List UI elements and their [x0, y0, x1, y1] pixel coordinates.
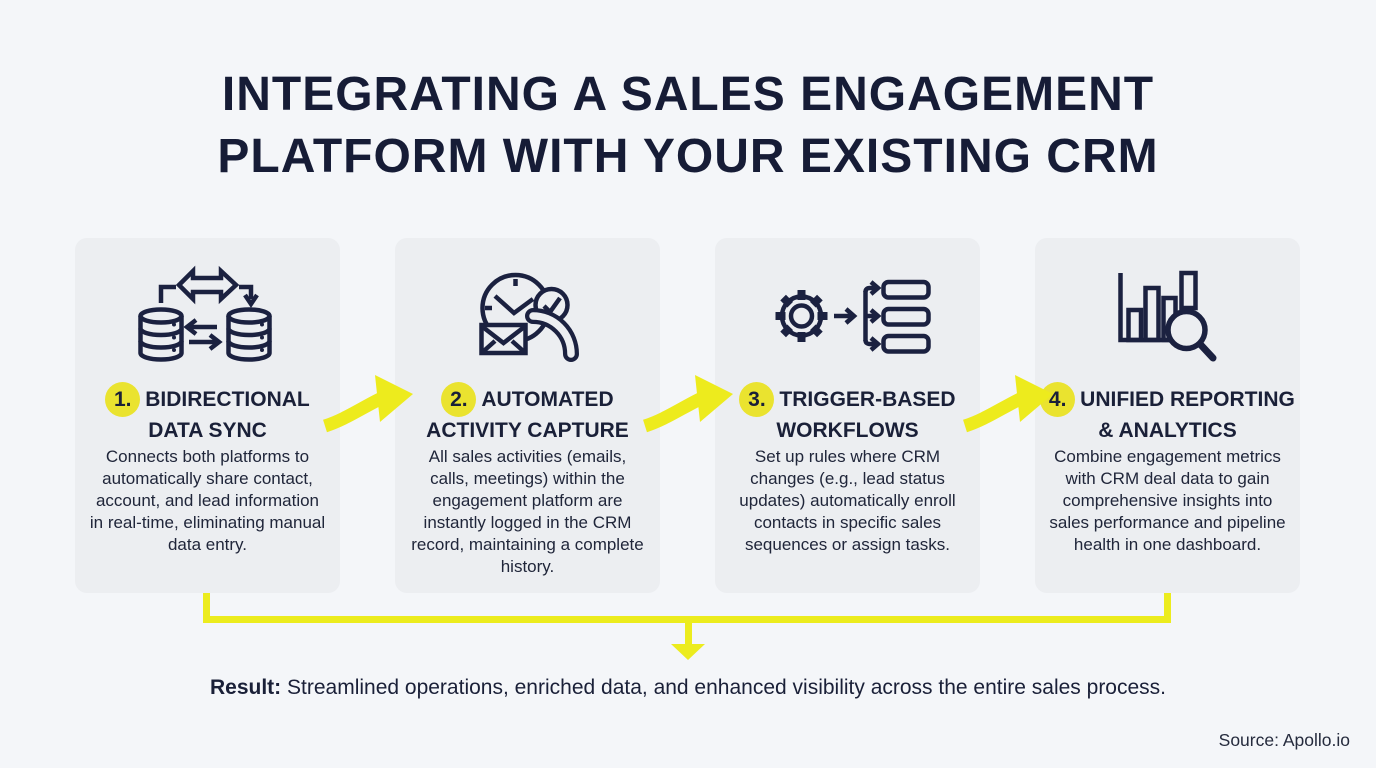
- step-heading-line2: ACTIVITY CAPTURE: [426, 419, 629, 442]
- bracket-horizontal-line: [203, 616, 1171, 623]
- step-description: Connects both platforms to automatically…: [89, 447, 326, 554]
- step-card-3: 3.TRIGGER-BASED WORKFLOWS Set up rules w…: [715, 238, 980, 593]
- step-heading: 1.BIDIRECTIONAL DATA SYNC: [75, 382, 340, 444]
- step-heading-line2: WORKFLOWS: [776, 419, 919, 442]
- step-card-1: 1.BIDIRECTIONAL DATA SYNC Connects both …: [75, 238, 340, 593]
- bracket-left-line: [203, 593, 210, 621]
- reporting-analytics-icon: [1035, 260, 1300, 370]
- arrow-step2-to-step3-icon: [642, 375, 733, 433]
- database-sync-icon: [75, 260, 340, 370]
- result-statement: Result: Streamlined operations, enriched…: [0, 676, 1376, 700]
- source-attribution: Source: Apollo.io: [1218, 730, 1350, 750]
- step-heading-line2: & ANALYTICS: [1098, 419, 1237, 442]
- step-description: Combine engagement metrics with CRM deal…: [1049, 447, 1286, 554]
- arrow-step3-to-step4-icon: [962, 375, 1053, 433]
- step-heading: 3.TRIGGER-BASED WORKFLOWS: [715, 382, 980, 444]
- result-text: Streamlined operations, enriched data, a…: [281, 676, 1167, 699]
- step-heading: 2.AUTOMATED ACTIVITY CAPTURE: [395, 382, 660, 444]
- step-heading-line1: AUTOMATED: [481, 388, 614, 411]
- down-arrow-stem: [685, 623, 692, 644]
- page-title: INTEGRATING A SALES ENGAGEMENT PLATFORM W…: [0, 64, 1376, 188]
- step-heading: 4.UNIFIED REPORTING & ANALYTICS: [1035, 382, 1300, 444]
- step-heading-line1: UNIFIED REPORTING: [1080, 388, 1295, 411]
- step-heading-line2: DATA SYNC: [148, 419, 267, 442]
- page-title-line2: PLATFORM WITH YOUR EXISTING CRM: [217, 130, 1159, 183]
- bracket-right-line: [1164, 593, 1171, 621]
- trigger-workflow-icon: [715, 260, 980, 370]
- activity-capture-icon: [395, 260, 660, 370]
- down-arrow-icon: [671, 644, 705, 660]
- step-number-badge: 3.: [739, 382, 775, 417]
- step-number-badge: 2.: [441, 382, 477, 417]
- step-number-badge: 1.: [105, 382, 141, 417]
- arrow-step1-to-step2-icon: [322, 375, 413, 433]
- step-heading-line1: TRIGGER-BASED: [779, 388, 956, 411]
- step-description: All sales activities (emails, calls, mee…: [411, 447, 644, 576]
- step-heading-line1: BIDIRECTIONAL: [145, 388, 310, 411]
- step-card-2: 2.AUTOMATED ACTIVITY CAPTURE All sales a…: [395, 238, 660, 593]
- step-card-4: 4.UNIFIED REPORTING & ANALYTICS Combine …: [1035, 238, 1300, 593]
- result-label: Result:: [209, 676, 282, 699]
- step-description: Set up rules where CRM changes (e.g., le…: [739, 447, 956, 554]
- page-title-line1: INTEGRATING A SALES ENGAGEMENT: [221, 68, 1155, 121]
